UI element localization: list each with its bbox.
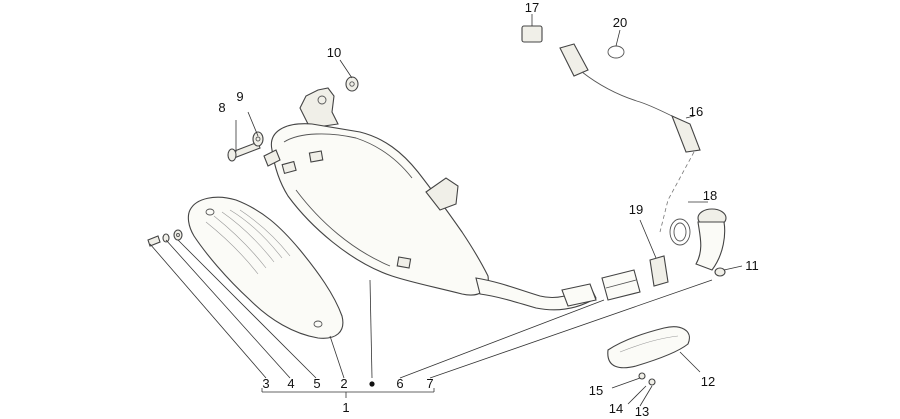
- bolt-and-washer: [227, 131, 264, 162]
- part-labels: 1 2 3 4 5 6 7 8 9 10 11 12 13 14 15 16 1…: [218, 0, 758, 419]
- washer-top: [345, 76, 359, 92]
- label-part-9: 9: [236, 89, 243, 104]
- muffler-body: [263, 87, 597, 311]
- label-part-20: 20: [613, 15, 627, 30]
- clamp-ring: [669, 218, 691, 246]
- label-part-15: 15: [589, 383, 603, 398]
- label-part-8: 8: [218, 100, 225, 115]
- label-part-12: 12: [701, 374, 715, 389]
- label-part-6: 6: [396, 376, 403, 391]
- flange-nut: [714, 267, 726, 277]
- label-part-4: 4: [287, 376, 294, 391]
- label-part-13: 13: [635, 404, 649, 419]
- label-part-10: 10: [327, 45, 341, 60]
- label-part-17: 17: [525, 0, 539, 15]
- gasket-small: [649, 255, 669, 287]
- label-part-7: 7: [426, 376, 433, 391]
- label-part-14: 14: [609, 401, 623, 416]
- label-part-16: 16: [689, 104, 703, 119]
- label-part-11: 11: [745, 258, 759, 273]
- shield-fasteners: [147, 229, 183, 247]
- label-part-3: 3: [262, 376, 269, 391]
- label-part-1: 1: [342, 400, 349, 415]
- manifold-elbow: [695, 208, 727, 271]
- label-part-19: 19: [629, 202, 643, 217]
- lambda-sensor: [521, 25, 701, 153]
- heat-shield: [187, 196, 344, 339]
- pipe-guard: [607, 326, 690, 386]
- label-part-18: 18: [703, 188, 717, 203]
- label-part-2: 2: [340, 376, 347, 391]
- gasket-sleeve: [601, 269, 641, 301]
- leader-lines: [149, 14, 743, 407]
- label-part-5: 5: [313, 376, 320, 391]
